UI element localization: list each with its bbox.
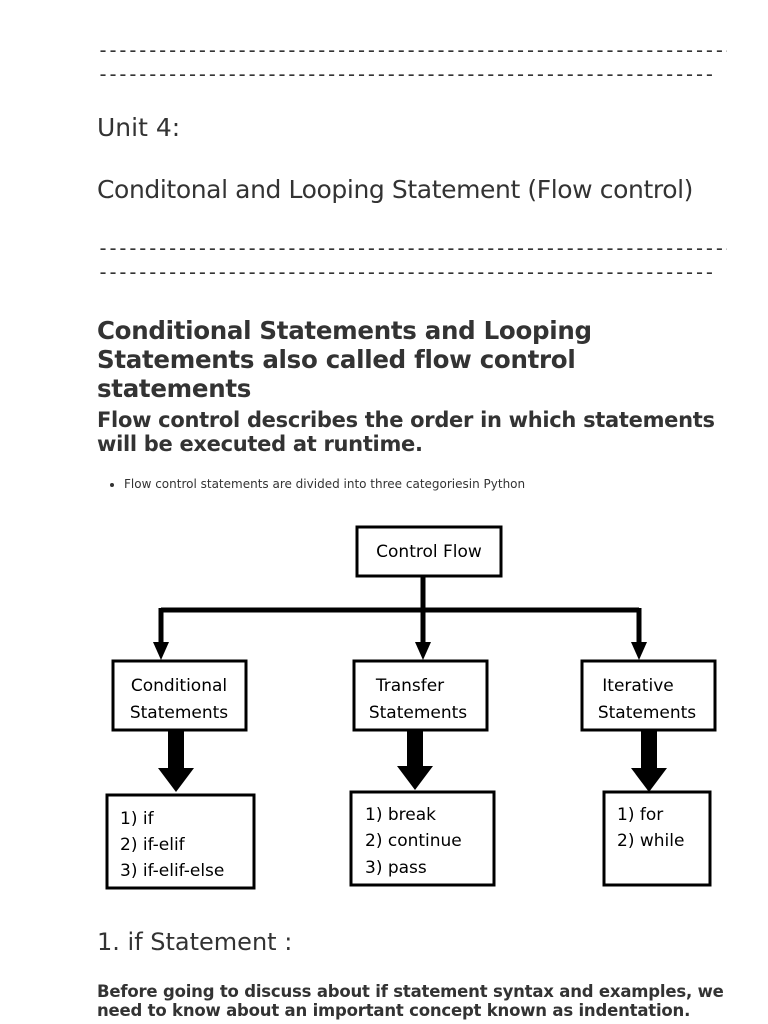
item-label: 3) pass <box>365 858 427 878</box>
item-label: 1) if <box>120 809 155 829</box>
category-node-conditional: Conditional Statements <box>111 659 248 732</box>
bullet-list: Flow control statements are divided into… <box>97 475 525 493</box>
category-label: Statements <box>130 703 228 723</box>
category-label: Iterative <box>602 676 673 696</box>
separator-line: ----------------------------------------… <box>97 62 715 86</box>
category-label: Conditional <box>131 676 227 696</box>
root-node: Control Flow <box>355 525 503 578</box>
category-label: Transfer <box>375 676 444 696</box>
thick-arrows <box>158 730 667 792</box>
item-label: 1) break <box>365 805 436 825</box>
intro-paragraph: Before going to discuss about if stateme… <box>97 982 724 1020</box>
items-node-conditional: 1) if 2) if-elif 3) if-elif-else <box>105 793 256 890</box>
separator-line: ----------------------------------------… <box>97 260 715 284</box>
category-node-transfer: Transfer Statements <box>352 659 489 732</box>
items-node-iterative: 1) for 2) while <box>602 790 712 887</box>
category-node-iterative: Iterative Statements <box>580 659 717 732</box>
separator-line: ----------------------------------------… <box>97 236 727 260</box>
item-label: 2) if-elif <box>120 835 186 855</box>
item-label: 2) continue <box>365 831 462 851</box>
subheading: Flow control describes the order in whic… <box>97 408 715 456</box>
diagram-connectors <box>158 576 642 650</box>
items-node-transfer: 1) break 2) continue 3) pass <box>349 790 496 887</box>
separator-line: ----------------------------------------… <box>97 38 727 62</box>
section-heading: Conditional Statements and Looping State… <box>97 316 592 403</box>
item-label: 3) if-elif-else <box>120 861 224 881</box>
root-label: Control Flow <box>376 542 482 562</box>
item-label: 1) for <box>617 805 663 825</box>
if-statement-heading: 1. if Statement : <box>97 928 293 956</box>
category-label: Statements <box>598 703 696 723</box>
unit-title: Conditonal and Looping Statement (Flow c… <box>97 175 693 204</box>
category-label: Statements <box>369 703 467 723</box>
item-label: 2) while <box>617 831 684 851</box>
unit-heading: Unit 4: <box>97 113 181 142</box>
bullet-item: Flow control statements are divided into… <box>124 475 525 493</box>
diagram-arrowheads <box>153 642 647 660</box>
control-flow-diagram: Control Flow Conditional Statements Tran… <box>105 525 717 890</box>
